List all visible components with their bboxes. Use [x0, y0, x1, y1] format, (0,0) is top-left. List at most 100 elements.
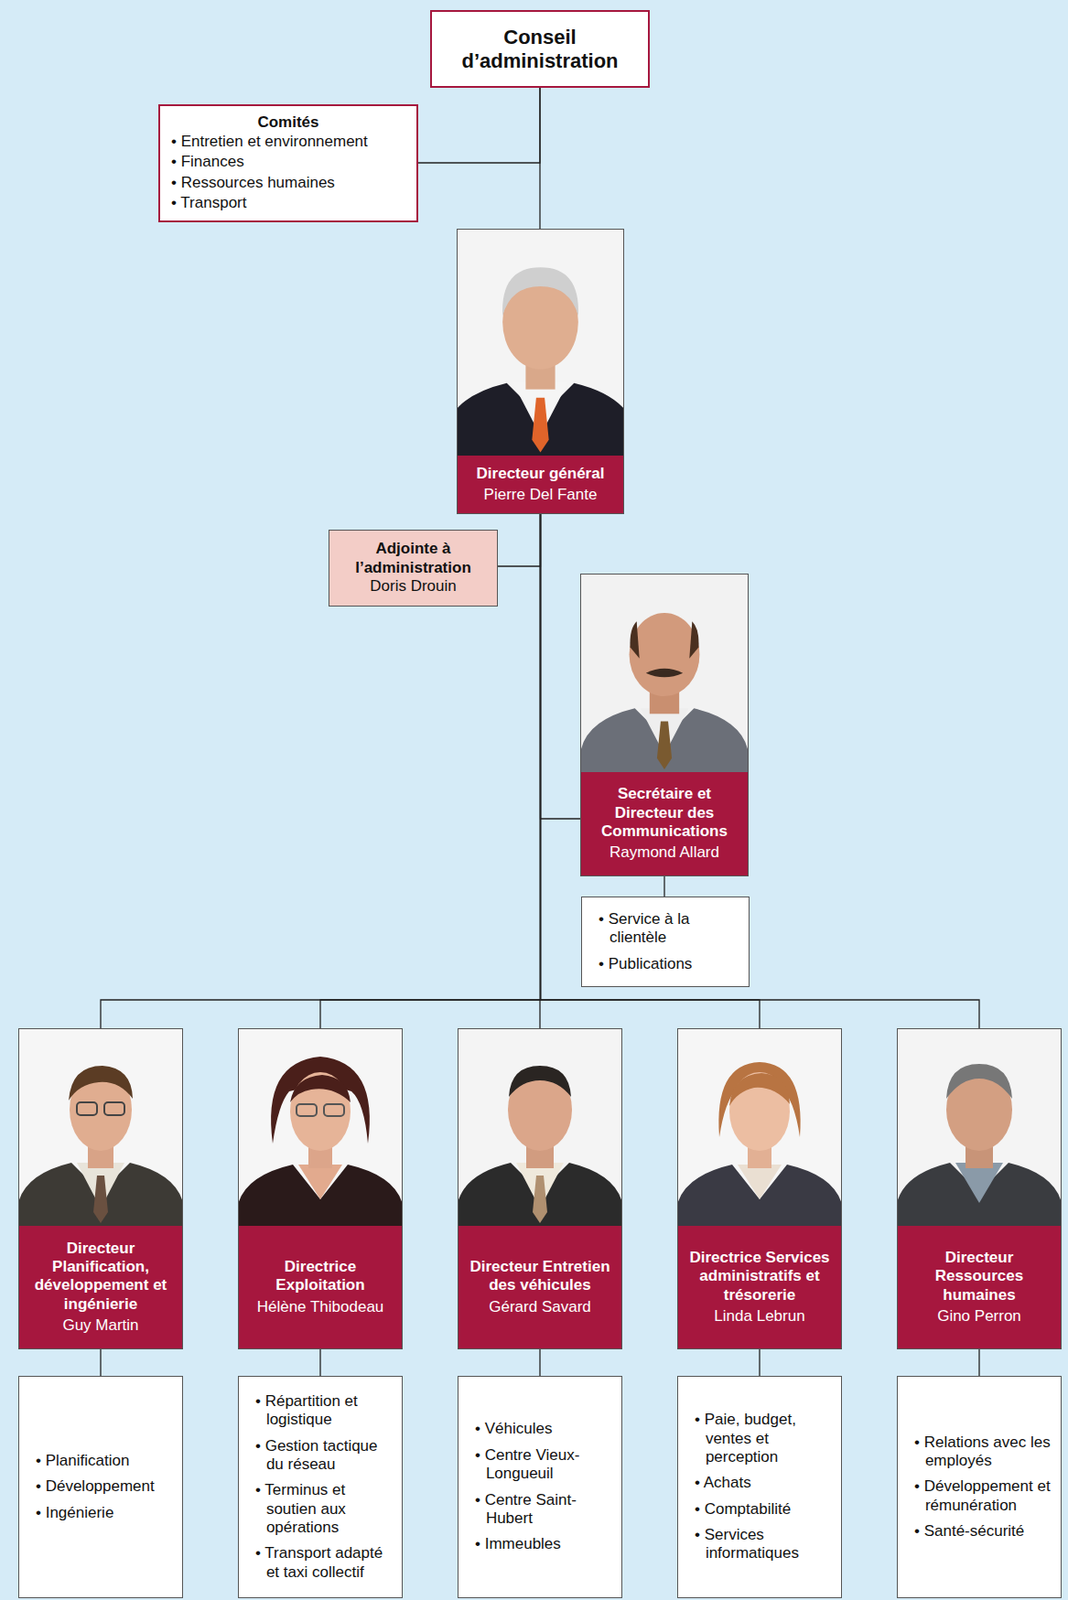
portrait-photo [955, 1163, 1004, 1204]
list-item: • Centre Vieux-Longueuil [474, 1446, 615, 1485]
committee-item: • Transport [171, 194, 406, 213]
photo-frame [19, 1029, 183, 1227]
org-connector [758, 1349, 760, 1377]
list-item: • Développement [35, 1477, 175, 1497]
portrait-photo [532, 1175, 548, 1224]
org-connector [540, 514, 761, 1029]
photo-frame [581, 574, 748, 773]
photo-frame [238, 1029, 402, 1227]
portrait-photo [445, 229, 636, 456]
director-card: Secrétaire et Directeur des Communicatio… [580, 573, 749, 877]
job-title: Adjointe à l’administration [336, 539, 490, 578]
portrait-photo [18, 1029, 184, 1227]
portrait-photo [677, 1029, 842, 1227]
list-item: • Développement et rémunération [914, 1477, 1054, 1516]
photo-frame [897, 1029, 1061, 1227]
photo-frame [458, 1029, 622, 1227]
director-card: Directeur Entretien des véhiculesGérard … [457, 1028, 623, 1350]
portrait-photo [93, 1175, 108, 1224]
portrait-photo [629, 613, 701, 697]
portrait-photo [457, 1029, 623, 1227]
director-card: Directeur généralPierre Del Fante [456, 228, 625, 515]
committee-item: • Ressources humaines [171, 173, 406, 193]
portrait-photo [457, 1029, 623, 1227]
list-item: • Publications [598, 955, 742, 974]
portrait-photo [946, 1064, 1013, 1100]
portrait-photo [689, 621, 699, 659]
job-title: Secrétaire et Directeur des Communicatio… [588, 785, 741, 842]
org-connector [320, 514, 541, 1029]
job-title: Directeur Entretien des véhicules [465, 1258, 615, 1296]
portrait-photo [896, 1029, 1062, 1227]
portrait-photo [581, 573, 748, 773]
org-connector [99, 1349, 101, 1377]
title-band: Directeur Entretien des véhiculesGérard … [458, 1226, 622, 1349]
list-item: • Ingénierie [35, 1504, 175, 1523]
portrait-photo [298, 1165, 343, 1200]
director-card: Directrice ExploitationHélène Thibodeau [237, 1028, 403, 1350]
board-title: Conseil d’administration [441, 25, 639, 74]
director-card: Directeur Planification, développement e… [18, 1028, 184, 1350]
portrait-photo [737, 1165, 782, 1200]
title-band: Directrice ExploitationHélène Thibodeau [238, 1226, 402, 1349]
board-box: Conseil d’administration [430, 10, 650, 88]
person-name: Raymond Allard [588, 843, 741, 863]
portrait-photo [677, 1165, 842, 1227]
portrait-photo [237, 1029, 403, 1227]
committee-heading: Comités [171, 113, 406, 132]
portrait-photo [290, 1072, 351, 1152]
portrait-photo [237, 1029, 403, 1227]
portrait-photo [457, 1163, 623, 1227]
list-item: • Santé-sécurité [914, 1522, 1054, 1542]
portrait-photo [76, 1102, 98, 1116]
responsibility-list: • Véhicules• Centre Vieux-Longueuil• Cen… [457, 1376, 623, 1599]
list-item: • Achats [694, 1474, 834, 1493]
list-item: • Paie, budget, ventes et perception [694, 1411, 834, 1468]
org-connector [418, 87, 540, 163]
person-name: Linda Lebrun [685, 1307, 834, 1327]
portrait-photo [508, 1066, 572, 1098]
title-band: Directrice Services administratifs et tr… [678, 1226, 842, 1349]
list-item: • Comptabilité [694, 1500, 834, 1520]
portrait-photo [68, 1066, 133, 1101]
portrait-photo [581, 708, 748, 773]
portrait-photo [629, 621, 639, 659]
list-item: • Transport adapté et taxi collectif [255, 1544, 395, 1583]
list-item: • Service à la clientèle [598, 910, 742, 949]
portrait-photo [445, 229, 636, 456]
org-connector [540, 514, 582, 820]
portrait-photo [290, 1075, 351, 1103]
title-band: Directeur Ressources humainesGino Perron [897, 1226, 1061, 1349]
portrait-photo [18, 1163, 184, 1227]
committee-box: Comités• Entretien et environnement• Fin… [158, 104, 419, 223]
photo-frame [678, 1029, 842, 1227]
committee-item: • Finances [171, 152, 406, 172]
job-title: Directeur Planification, développement e… [26, 1240, 175, 1316]
portrait-photo [237, 1165, 403, 1227]
portrait-photo [323, 1104, 345, 1117]
title-band: Directeur Planification, développement e… [19, 1226, 183, 1349]
portrait-photo [296, 1104, 317, 1117]
portrait-photo [445, 383, 636, 456]
person-name: Pierre Del Fante [464, 485, 616, 505]
responsibility-list: • Planification • Développement • Ingénier… [18, 1376, 184, 1599]
person-name: Doris Drouin [336, 577, 490, 596]
list-item: • Véhicules [474, 1420, 615, 1439]
portrait-photo [729, 1072, 790, 1152]
portrait-photo [729, 1073, 790, 1107]
list-item: • Répartition et logistique [255, 1392, 395, 1431]
portrait-photo [677, 1029, 842, 1227]
photo-frame [457, 229, 624, 456]
list-item: • Relations avec les employés [914, 1434, 1054, 1472]
portrait-photo [502, 267, 579, 316]
responsibility-list: • Service à la clientèle • Publications [581, 896, 750, 988]
list-item: • Planification [35, 1452, 175, 1471]
list-item: • Immeubles [474, 1535, 615, 1554]
org-connector [100, 514, 541, 1029]
assistant-box: Adjointe à l’administrationDoris Drouin [328, 529, 498, 607]
responsibility-list: • Relations avec les employés • Développe… [896, 1376, 1062, 1599]
portrait-photo [531, 398, 549, 454]
